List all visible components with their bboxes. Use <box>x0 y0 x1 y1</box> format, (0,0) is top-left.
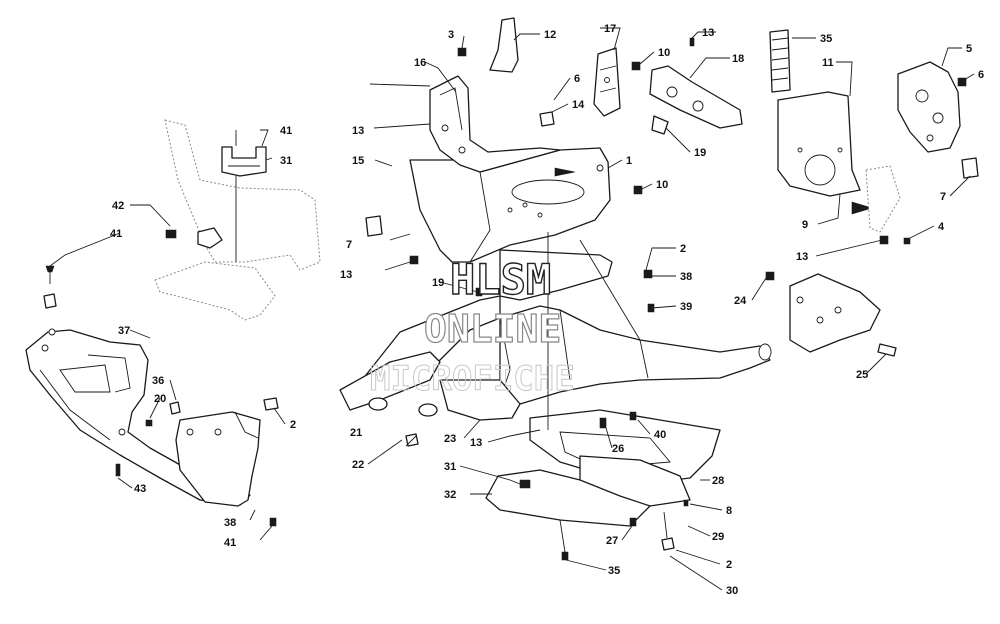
watermark-line-1: HLSM <box>450 255 551 304</box>
callout-label: 11 <box>822 57 834 69</box>
part-19 <box>651 115 669 135</box>
fasteners-center <box>165 37 967 561</box>
watermark-line-2: ONLINE <box>424 307 561 351</box>
skid-plate-37-right <box>175 411 261 507</box>
callout-label: 3 <box>448 29 454 41</box>
spindle-21 <box>339 351 441 417</box>
fasteners-left <box>43 265 279 527</box>
steering-support <box>429 75 561 173</box>
callout-label: 15 <box>352 155 364 167</box>
bracket-5 <box>897 61 961 153</box>
callout-label: 42 <box>112 200 124 212</box>
callout-label: 16 <box>414 57 426 69</box>
callout-label: 14 <box>572 99 585 111</box>
front-bulkhead-1 <box>409 147 611 263</box>
arrow-marker <box>851 201 874 215</box>
callout-label: 12 <box>544 29 556 41</box>
callout-label: 2 <box>680 243 686 255</box>
callout-label: 7 <box>346 239 352 251</box>
callout-label: 35 <box>820 33 832 45</box>
callout-label: 2 <box>290 419 296 431</box>
ghost-bulkhead <box>154 119 321 321</box>
callout-label: 39 <box>680 301 692 313</box>
watermark: MICROFICHE ONLINE HLSM <box>370 254 576 399</box>
callout-label: 37 <box>118 325 130 337</box>
callout-label: 19 <box>432 277 444 289</box>
callout-label: 23 <box>444 433 456 445</box>
callout-label: 4 <box>938 221 945 233</box>
callout-label: 31 <box>444 461 456 473</box>
callout-label: 41 <box>110 228 122 240</box>
callout-label: 10 <box>658 47 670 59</box>
callout-label: 2 <box>726 559 732 571</box>
callout-label: 35 <box>608 565 620 577</box>
watermark-line-3: MICROFICHE <box>370 359 575 399</box>
callout-label: 28 <box>712 475 724 487</box>
callout-label: 19 <box>694 147 706 159</box>
callout-label: 1 <box>626 155 632 167</box>
callout-label: 13 <box>702 27 714 39</box>
plate-18 <box>649 65 743 129</box>
plate-12 <box>489 17 519 73</box>
callout-label: 13 <box>352 125 364 137</box>
callout-label: 26 <box>612 443 624 455</box>
block-7-right <box>961 157 979 179</box>
callout-label: 6 <box>574 73 580 85</box>
callout-label: 27 <box>606 535 618 547</box>
callout-label: 41 <box>224 537 236 549</box>
bracket-42 <box>197 227 223 249</box>
callout-label: 22 <box>352 459 364 471</box>
callout-labels: 41 31 42 41 37 36 20 2 43 38 41 3 16 13 … <box>110 23 984 597</box>
callout-label: 24 <box>734 295 747 307</box>
callout-label: 18 <box>732 53 744 65</box>
leader-lines <box>49 27 975 591</box>
callout-label: 29 <box>712 531 724 543</box>
callout-label: 43 <box>134 483 146 495</box>
callout-label: 36 <box>152 375 164 387</box>
callout-label: 13 <box>470 437 482 449</box>
callout-label: 25 <box>856 369 868 381</box>
callout-label: 8 <box>726 505 732 517</box>
bracket-33 <box>221 146 267 177</box>
callout-label: 9 <box>802 219 808 231</box>
callout-label: 21 <box>350 427 362 439</box>
callout-label: 30 <box>726 585 738 597</box>
callout-label: 31 <box>280 155 292 167</box>
skid-plate-37-left <box>25 328 251 506</box>
chassis-corner-24 <box>765 271 897 357</box>
bracket-14 <box>539 111 555 127</box>
tube-34 <box>769 29 791 93</box>
callout-label: 6 <box>978 69 984 81</box>
part-17 <box>593 47 621 117</box>
callout-label: 38 <box>224 517 236 529</box>
callout-label: 38 <box>680 271 692 283</box>
callout-label: 5 <box>966 43 972 55</box>
callout-label: 7 <box>940 191 946 203</box>
callout-label: 41 <box>280 125 292 137</box>
callout-label: 13 <box>340 269 352 281</box>
callout-label: 13 <box>796 251 808 263</box>
bracket-9 <box>865 165 901 233</box>
callout-label: 20 <box>154 393 166 405</box>
bracket-11 <box>777 91 861 197</box>
callout-label: 40 <box>654 429 666 441</box>
callout-label: 32 <box>444 489 456 501</box>
callout-label: 17 <box>604 23 616 35</box>
block-7-left <box>365 215 383 237</box>
callout-label: 10 <box>656 179 668 191</box>
